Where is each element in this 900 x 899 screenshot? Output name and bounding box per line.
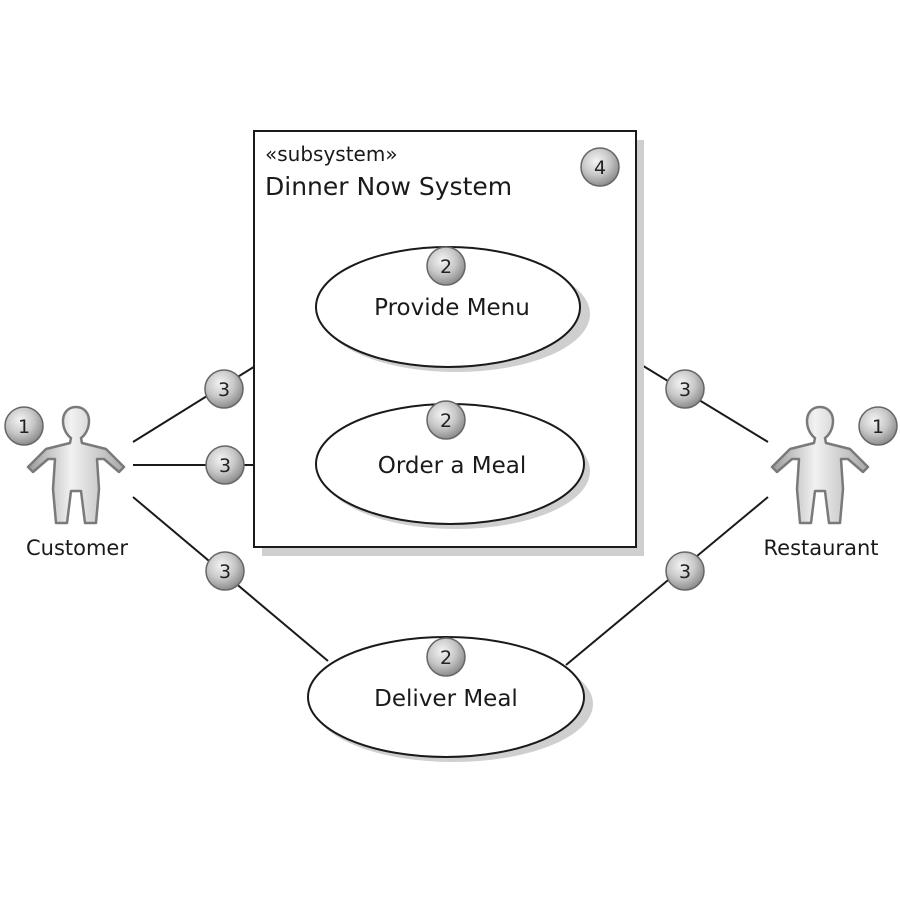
use-case-deliver-meal[interactable]: Deliver Meal (307, 636, 593, 762)
actor-icon (770, 405, 870, 525)
callout-badge-association-customer-provide-menu: 3 (204, 369, 244, 409)
callout-badge-actor-customer: 1 (4, 406, 44, 446)
callout-badge-subsystem: 4 (580, 147, 620, 187)
use-case-label: Deliver Meal (374, 686, 518, 712)
callout-badge-association-customer-order-meal: 3 (205, 445, 245, 485)
callout-badges: 1 1 4 2 2 2 3 3 (4, 147, 898, 677)
callout-badge-association-restaurant-provide-menu: 3 (665, 369, 705, 409)
subsystem-stereotype: «subsystem» (265, 142, 398, 166)
svg-text:3: 3 (218, 379, 230, 401)
use-case-provide-menu[interactable]: Provide Menu (315, 246, 590, 372)
actor-label: Customer (26, 536, 128, 560)
callout-badge-actor-restaurant: 1 (858, 406, 898, 446)
actor-customer[interactable]: Customer (26, 405, 128, 560)
subsystem-title: Dinner Now System (265, 172, 512, 201)
svg-text:3: 3 (679, 379, 691, 401)
svg-text:1: 1 (872, 416, 884, 438)
svg-text:3: 3 (219, 561, 231, 583)
callout-badge-order-meal: 2 (426, 400, 466, 440)
use-case-order-meal[interactable]: Order a Meal (315, 403, 590, 529)
svg-text:4: 4 (594, 157, 606, 179)
callout-badge-deliver-meal: 2 (426, 637, 466, 677)
callout-badge-association-customer-deliver-meal: 3 (205, 551, 245, 591)
actor-restaurant[interactable]: Restaurant (764, 405, 879, 560)
association-restaurant-deliver-meal (565, 496, 769, 666)
svg-text:3: 3 (219, 455, 231, 477)
svg-text:3: 3 (679, 561, 691, 583)
callout-badge-provide-menu: 2 (426, 246, 466, 286)
callout-badge-association-restaurant-deliver-meal: 3 (665, 551, 705, 591)
svg-text:1: 1 (18, 416, 30, 438)
actor-label: Restaurant (764, 536, 879, 560)
use-case-label: Provide Menu (374, 295, 530, 321)
use-case-ellipse (307, 636, 585, 758)
svg-text:2: 2 (440, 256, 452, 278)
svg-text:2: 2 (440, 410, 452, 432)
svg-text:2: 2 (440, 647, 452, 669)
use-case-label: Order a Meal (378, 453, 527, 479)
